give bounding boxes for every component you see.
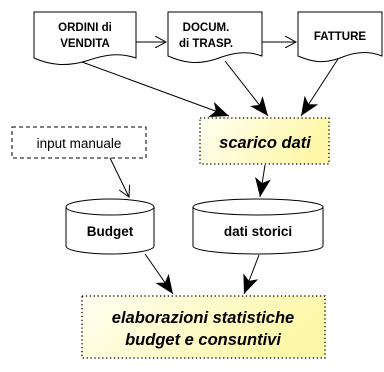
dati-storici-label: dati storici [224,224,292,239]
arrow-storici-to-elaborazioni [243,254,260,295]
arrow-scarico-to-storici [255,164,271,198]
input-manuale-label: input manuale [37,136,122,151]
budget-label: Budget [87,224,134,239]
document-ddt: DOCUM. di TRASP. [167,11,263,64]
arrow-ordini-to-scarico [81,61,230,117]
arrow-budget-to-elaborazioni [144,253,174,295]
arrow-input-to-budget [109,157,129,197]
process-elaborazioni: elaborazioni statistiche budget e consun… [81,295,326,359]
scarico-dati-label: scarico dati [219,134,311,152]
arrow-ddt-to-scarico [224,60,269,117]
ordini-line2: VENDITA [60,38,110,50]
database-dati-storici: dati storici [192,198,324,255]
manual-input-node: input manuale [11,126,147,159]
fatture-label: FATTURE [314,31,367,43]
arrow-fatture-to-scarico [300,58,339,117]
database-budget: Budget [65,198,155,255]
process-scarico-dati: scarico dati [199,117,330,165]
ddt-line2: di TRASP. [179,38,233,50]
document-ordini-di-vendita: ORDINI di VENDITA [33,11,137,66]
elaborazioni-line1: elaborazioni statistiche [112,309,294,327]
document-fatture: FATTURE [297,11,383,63]
ordini-line1: ORDINI di [58,22,112,34]
ddt-line1: DOCUM. [183,22,230,34]
elaborazioni-line2: budget e consuntivi [125,331,281,349]
